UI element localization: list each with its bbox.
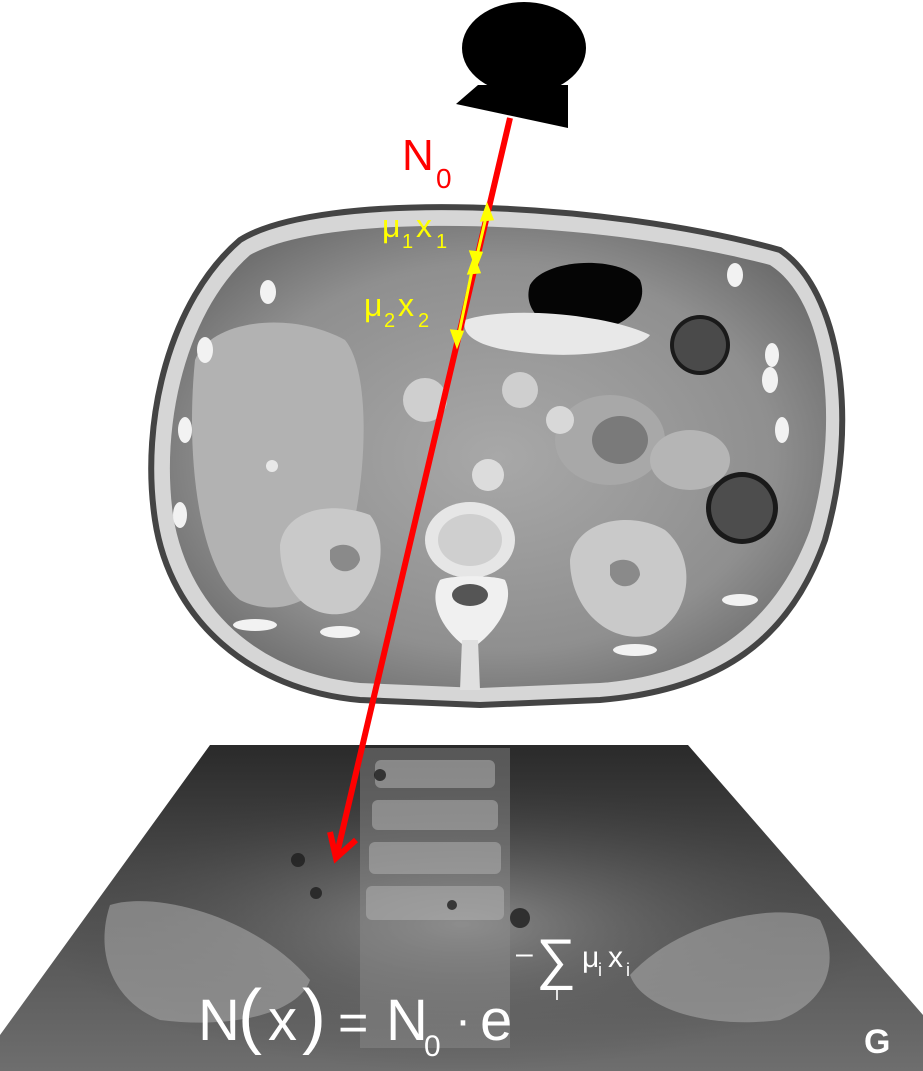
- formula-n: N: [386, 988, 428, 1053]
- formula-sum: ∑: [536, 927, 576, 990]
- formula-dot: ·: [455, 994, 471, 1047]
- segment-2-x: x: [398, 287, 414, 323]
- formula-arg: x: [268, 988, 297, 1053]
- formula-minus: –: [516, 937, 533, 970]
- formula-mu: μ: [582, 941, 599, 974]
- formula-lparen: (: [238, 976, 262, 1056]
- source-label-sub: 0: [436, 163, 452, 194]
- ct-axial-slice-image: [151, 207, 842, 705]
- detector-corner-mark: G: [864, 1023, 890, 1061]
- xray-source-icon: [456, 2, 586, 128]
- formula-sum-index: i: [555, 984, 559, 1004]
- formula-equals: =: [338, 994, 368, 1052]
- segment-2-mu-sub: 2: [384, 310, 395, 332]
- segment-1-mu: μ: [382, 208, 400, 244]
- source-intensity-label: N 0: [402, 131, 452, 194]
- source-label-base: N: [402, 131, 434, 180]
- formula-x-sub: i: [626, 960, 630, 980]
- segment-1-x-sub: 1: [436, 231, 447, 253]
- formula-lhs: N: [198, 988, 240, 1053]
- segment-2-mu: μ: [364, 287, 382, 323]
- formula-x: x: [608, 941, 623, 974]
- segment-1-x: x: [416, 208, 432, 244]
- formula-mu-sub: i: [598, 960, 602, 980]
- segment-2-x-sub: 2: [418, 310, 429, 332]
- formula-rparen: ): [302, 976, 326, 1056]
- formula-n-sub: 0: [424, 1030, 441, 1063]
- segment-1-mu-sub: 1: [402, 231, 413, 253]
- formula-e: e: [480, 988, 512, 1053]
